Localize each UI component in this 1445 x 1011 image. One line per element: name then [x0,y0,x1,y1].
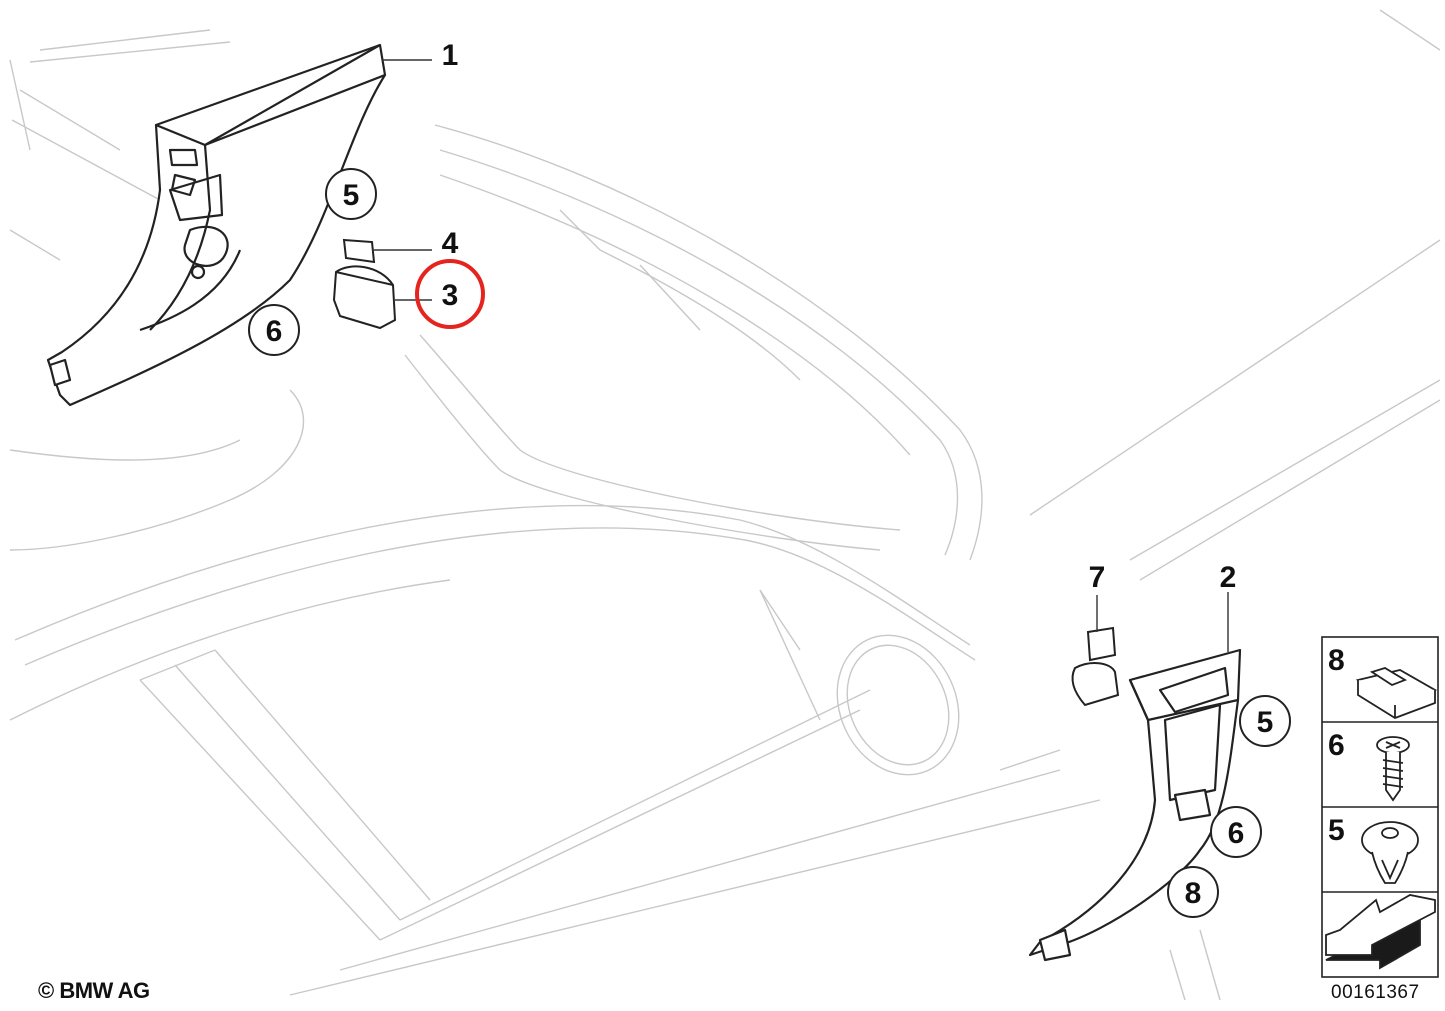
leader-lines [372,59,1229,652]
callout-4: 4 [442,227,459,260]
highlight-ring [415,259,485,329]
clip-icon [1355,667,1438,719]
direction-arrow-icon [1325,894,1436,970]
clip-part-7 [1071,626,1120,707]
callout-7: 7 [1089,561,1106,594]
legend-label-8: 8 [1328,644,1345,677]
callout-6b: 6 [1228,817,1245,850]
cover-cap-part-4 [342,238,376,264]
callout-8: 8 [1185,877,1202,910]
screw-icon [1376,736,1410,802]
fastener-legend: 8 6 5 [1321,636,1439,978]
callout-2: 2 [1220,561,1237,594]
callout-circle-6b [1210,806,1262,858]
callout-circle-5b [1239,695,1291,747]
callout-3: 3 [442,279,459,312]
callout-circle-6a [248,304,300,356]
callout-5b: 5 [1257,706,1274,739]
cover-part-3 [332,265,397,330]
callout-5a: 5 [343,179,360,212]
legend-label-5: 5 [1328,814,1345,847]
expanding-rivet-icon [1361,821,1419,884]
callout-circle-8 [1167,866,1219,918]
diagram-number: 00161367 [1331,982,1420,1003]
callout-circle-5a [325,168,377,220]
legend-label-6: 6 [1328,729,1345,762]
a-pillar-trim-part [46,43,387,407]
callout-6a: 6 [266,315,283,348]
b-pillar-trim-part [1028,648,1242,962]
car-body-background [9,9,1441,1001]
copyright-notice: © BMW AG [38,978,150,1003]
callout-1: 1 [442,39,459,72]
